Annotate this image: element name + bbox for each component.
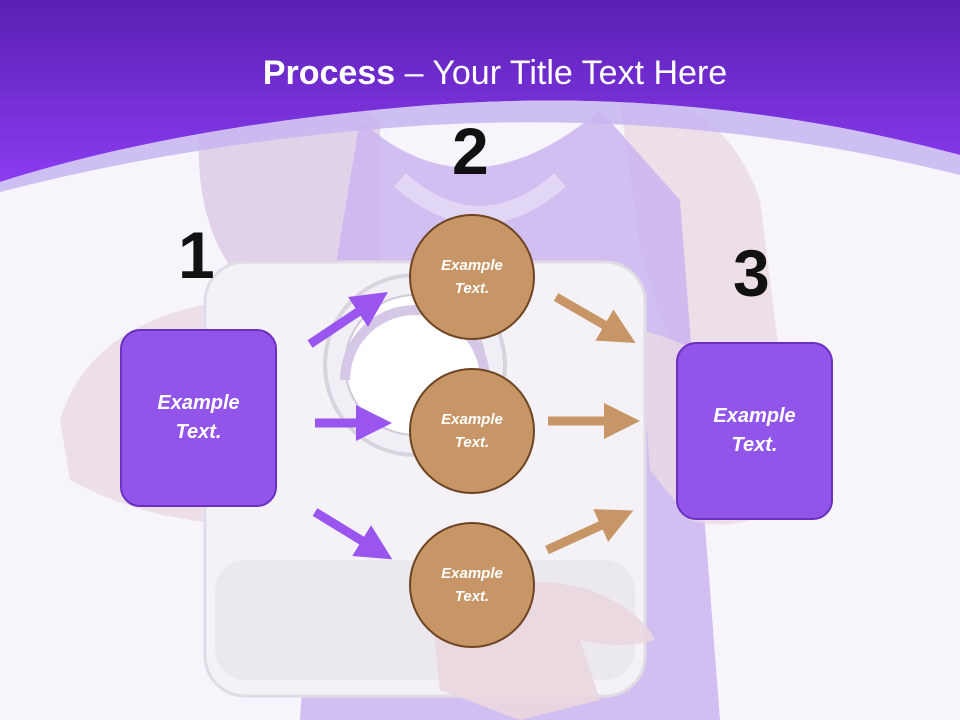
header-band: [0, 0, 960, 192]
arrow-box-to-circle-3: [312, 508, 393, 560]
step-3-box: Example Text.: [676, 342, 833, 520]
arrow-circle-1-to-box: [553, 293, 636, 344]
circle-bottom-text: Example Text.: [441, 565, 503, 605]
title-rest: – Your Title Text Here: [395, 54, 728, 92]
step-number-1: 1: [178, 218, 215, 292]
step-1-box: Example Text.: [120, 329, 277, 507]
arrow-circle-3-to-box: [545, 509, 634, 555]
step-2-circle-middle: Example Text.: [409, 368, 535, 494]
page-title: Process – Your Title Text Here: [0, 54, 960, 93]
step-2-circle-bottom: Example Text.: [409, 522, 535, 648]
circle-top-text: Example Text.: [441, 257, 503, 297]
step-number-2: 2: [452, 114, 489, 188]
step-number-3: 3: [733, 236, 770, 310]
arrow-box-to-circle-1: [307, 292, 388, 348]
step-1-box-text: Example Text.: [157, 392, 240, 443]
circle-middle-text: Example Text.: [441, 411, 503, 451]
step-2-circle-top: Example Text.: [409, 214, 535, 340]
step-3-box-text: Example Text.: [713, 405, 796, 456]
title-bold: Process: [262, 54, 396, 92]
